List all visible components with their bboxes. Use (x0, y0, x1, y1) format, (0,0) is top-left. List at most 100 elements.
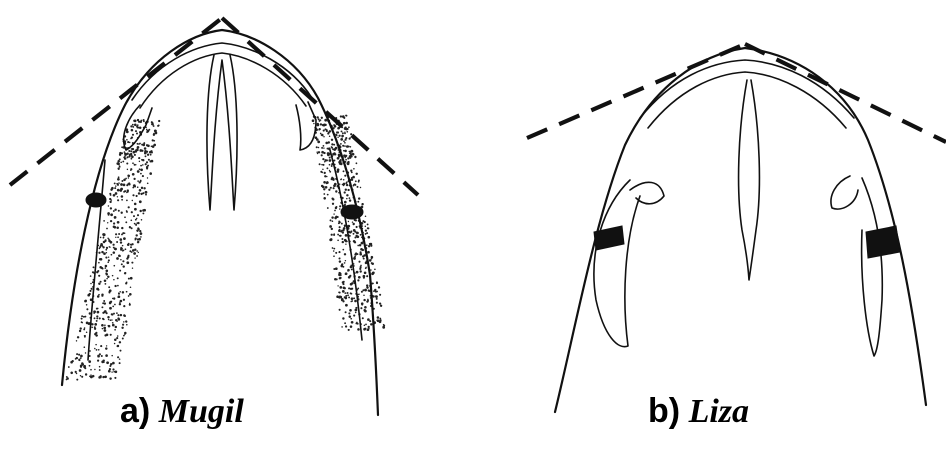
stipple-dot (98, 252, 100, 254)
stipple-dot (364, 328, 366, 330)
stipple-dot (80, 366, 82, 368)
stipple-dot (322, 152, 323, 153)
stipple-dot (96, 334, 98, 336)
stipple-dot (332, 203, 334, 205)
stipple-dot (139, 210, 141, 212)
stipple-dot (342, 145, 344, 147)
stipple-dot (128, 278, 130, 280)
mugil-right-snout-angle-line (222, 18, 418, 195)
stipple-dot (124, 232, 126, 234)
stipple-dot (338, 135, 340, 137)
stipple-dot (117, 236, 119, 238)
stipple-dot (116, 241, 118, 243)
stipple-dot (135, 164, 136, 165)
stipple-dot (117, 221, 120, 224)
stipple-dot (368, 245, 370, 247)
stipple-dot (132, 162, 134, 164)
stipple-dot (326, 182, 328, 184)
stipple-dot (89, 365, 91, 367)
stipple-dot (151, 151, 153, 153)
stipple-dot (110, 213, 113, 216)
stipple-dot (116, 257, 119, 260)
stipple-dot (127, 183, 129, 185)
stipple-dot (109, 246, 111, 248)
stipple-dot (124, 272, 126, 274)
stipple-dot (124, 190, 126, 192)
stipple-dot (118, 293, 120, 295)
stipple-dot (128, 206, 130, 208)
stipple-dot (99, 366, 101, 368)
stipple-dot (363, 294, 365, 296)
stipple-dot (363, 258, 365, 260)
stipple-dot (374, 268, 376, 270)
stipple-dot (97, 295, 100, 298)
stipple-dot (333, 248, 335, 250)
stipple-dot (345, 189, 347, 191)
stipple-dot (127, 175, 129, 177)
stipple-dot (344, 292, 346, 294)
stipple-dot (377, 316, 380, 319)
stipple-dot (96, 349, 98, 351)
stipple-dot (364, 325, 366, 327)
stipple-dot (324, 172, 326, 174)
stipple-dot (85, 300, 87, 302)
stipple-dot (333, 144, 335, 146)
stipple-dot (78, 354, 80, 356)
stipple-dot (357, 201, 359, 203)
stipple-dot (145, 194, 147, 196)
stipple-dot (366, 286, 368, 288)
stipple-dot (97, 355, 100, 358)
stipple-dot (115, 192, 118, 195)
mugil-left-snout-angle-line (10, 18, 222, 185)
stipple-dot (357, 236, 360, 239)
stipple-dot (340, 296, 343, 299)
stipple-dot (323, 193, 325, 195)
stipple-dot (324, 175, 326, 177)
stipple-dot (137, 241, 139, 243)
stipple-dot (351, 282, 353, 284)
stipple-dot (110, 188, 112, 190)
stipple-dot (136, 218, 137, 219)
stipple-dot (100, 375, 102, 377)
stipple-dot (313, 123, 315, 125)
stipple-dot (83, 365, 85, 367)
stipple-dot (318, 147, 320, 149)
stipple-dot (137, 127, 139, 129)
stipple-dot (124, 157, 127, 160)
stipple-dot (124, 151, 126, 153)
stipple-dot (66, 376, 68, 378)
stipple-dot (140, 168, 143, 171)
stipple-dot (108, 370, 111, 373)
stipple-dot (137, 214, 139, 216)
stipple-dot (321, 147, 323, 149)
stipple-dot (368, 326, 370, 328)
stipple-dot (362, 220, 364, 222)
stipple-dot (327, 207, 329, 209)
stipple-dot (344, 262, 346, 264)
stipple-dot (121, 227, 123, 229)
stipple-dot (155, 130, 157, 132)
stipple-dot (331, 234, 333, 236)
stipple-dot (136, 250, 138, 252)
stipple-dot (370, 323, 372, 325)
stipple-dot (116, 312, 118, 314)
stipple-dot (351, 321, 354, 324)
stipple-dot (331, 139, 333, 141)
stipple-dot (153, 144, 156, 147)
stipple-dot (102, 376, 104, 378)
stipple-dot (103, 252, 106, 255)
stipple-dot (343, 179, 345, 181)
stipple-dot (120, 259, 121, 260)
stipple-dot (342, 132, 344, 134)
stipple-dot (121, 263, 123, 265)
stipple-dot (137, 180, 139, 182)
stipple-dot (331, 165, 333, 167)
stipple-dot (347, 189, 349, 191)
stipple-dot (108, 319, 110, 321)
stipple-dot (126, 200, 128, 202)
stipple-dot (104, 375, 107, 378)
stipple-dot (102, 246, 104, 248)
stipple-dot (343, 170, 345, 172)
stipple-dot (343, 227, 346, 230)
